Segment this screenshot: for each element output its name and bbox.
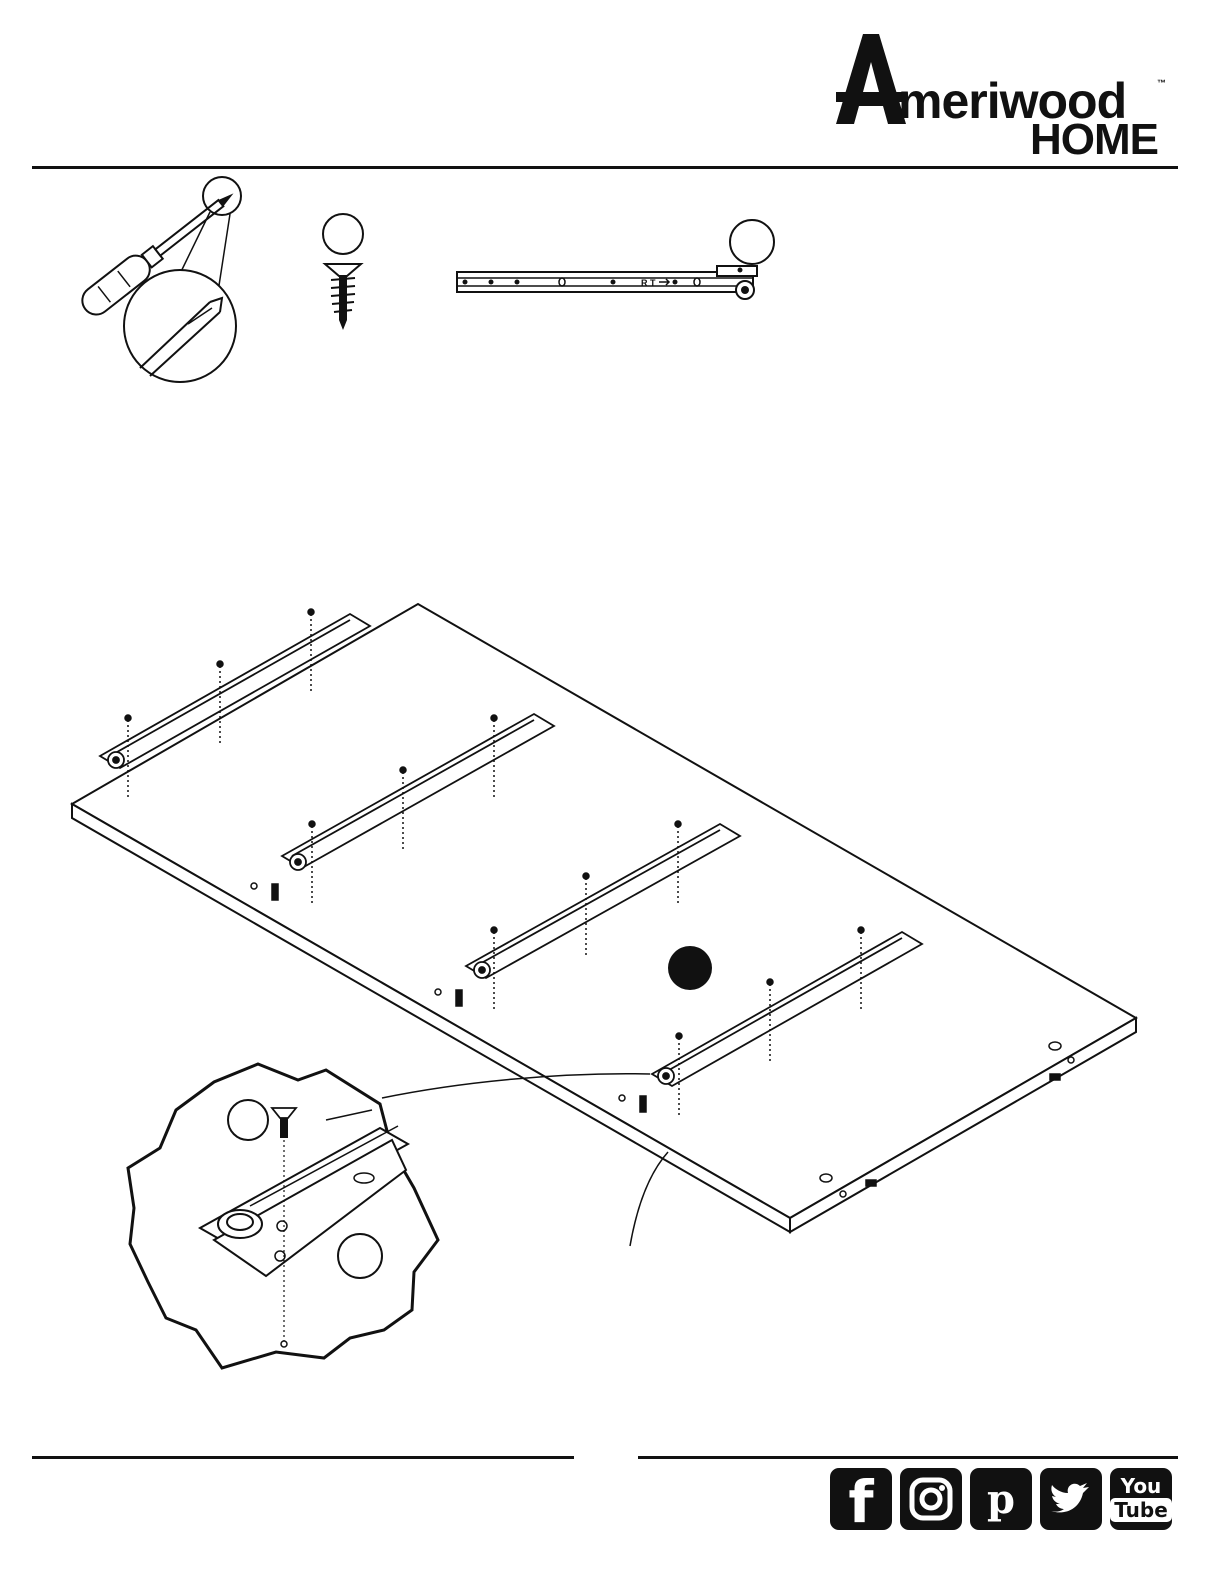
instagram-icon[interactable] [900,1468,962,1530]
pinterest-icon[interactable]: p [970,1468,1032,1530]
twitter-icon[interactable] [1040,1468,1102,1530]
youtube-icon[interactable]: You Tube [1110,1468,1172,1530]
youtube-bottom-text: Tube [1110,1498,1172,1522]
facebook-glyph: f [848,1473,873,1531]
footer-rule-right [638,1456,1178,1459]
pinterest-glyph: p [987,1476,1015,1523]
youtube-top-text: You [1121,1476,1162,1496]
facebook-icon[interactable]: f [830,1468,892,1530]
footer-rule-left [32,1456,574,1459]
step-marker-icon [668,946,712,990]
